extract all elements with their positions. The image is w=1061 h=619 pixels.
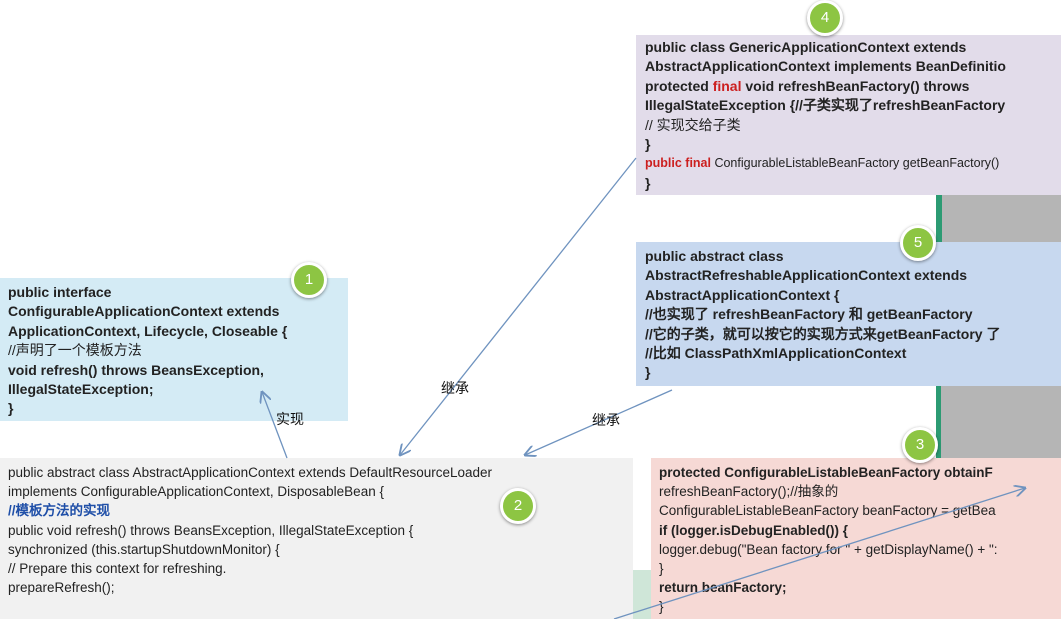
code-line: public abstract class <box>645 248 784 264</box>
code-line: return beanFactory; <box>659 580 787 596</box>
code-comment: //声明了一个模板方法 <box>8 342 142 359</box>
edge-label-inherits: 继承 <box>592 412 620 428</box>
keyword-public-final: public final <box>645 156 711 171</box>
background-strip <box>936 195 942 242</box>
edge-label-implements: 实现 <box>276 411 304 427</box>
step-badge-4: 4 <box>807 0 843 36</box>
step-badge-3: 3 <box>902 427 938 463</box>
code-line: implements ConfigurableApplicationContex… <box>8 484 384 500</box>
step-badge-2: 2 <box>500 488 536 524</box>
step-badge-1: 1 <box>291 262 327 298</box>
code-comment: // Prepare this context for refreshing. <box>8 561 227 577</box>
code-comment: //模板方法的实现 <box>8 503 111 519</box>
code-comment: // 实现交给子类 <box>645 116 741 133</box>
code-line: refreshBeanFactory();//抽象的 <box>659 484 839 500</box>
code-line: IllegalStateException; <box>8 381 154 398</box>
background-strip <box>633 570 651 619</box>
code-comment: //比如 ClassPathXmlApplicationContext <box>645 345 907 362</box>
code-line: if (logger.isDebugEnabled()) { <box>659 522 849 538</box>
code-line: synchronized (this.startupShutdownMonito… <box>8 541 280 557</box>
code-line-refresh-bean-factory: protected final void refreshBeanFactory(… <box>645 77 1052 96</box>
implements-arrow <box>262 392 288 459</box>
code-line-get-bean-factory: public final ConfigurableListableBeanFac… <box>645 154 1052 173</box>
code-line: AbstractRefreshableApplicationContext ex… <box>645 267 968 284</box>
class-box-generic-context: public class GenericApplicationContext e… <box>636 35 1061 195</box>
code-line: IllegalStateException {//子类实现了refreshBea… <box>645 97 1006 114</box>
background-strip <box>936 386 941 458</box>
code-line: protected ConfigurableListableBeanFactor… <box>659 465 993 480</box>
keyword-protected: protected <box>645 77 713 94</box>
code-line: public void refresh() throws BeansExcept… <box>8 522 414 538</box>
step-badge-5: 5 <box>900 225 936 261</box>
code-line: ApplicationContext, Lifecycle, Closeable… <box>8 322 288 339</box>
code-line: } <box>8 400 14 417</box>
method-box-obtain-bean-factory: protected ConfigurableListableBeanFactor… <box>651 458 1061 619</box>
code-line: } <box>659 599 664 615</box>
code-line: ConfigurableApplicationContext extends <box>8 303 280 320</box>
code-line: } <box>645 174 651 191</box>
code-line: public class GenericApplicationContext e… <box>645 39 967 55</box>
code-comment: //它的子类，就可以按它的实现方式来getBeanFactory 了 <box>645 325 1001 342</box>
code-line: logger.debug("Bean factory for " + getDi… <box>659 541 998 557</box>
code-line: AbstractApplicationContext { <box>645 286 840 303</box>
code-line: ConfigurableListableBeanFactory beanFact… <box>659 503 996 519</box>
code-line: public interface <box>8 284 112 300</box>
code-comment: //也实现了 refreshBeanFactory 和 getBeanFacto… <box>645 306 973 323</box>
code-line: AbstractApplicationContext implements Be… <box>645 58 1006 75</box>
code-line: prepareRefresh(); <box>8 580 115 596</box>
inherits-arrow-generic <box>400 157 637 455</box>
background-panel <box>936 386 1061 458</box>
code-fragment: ConfigurableListableBeanFactory getBeanF… <box>710 156 1000 171</box>
code-line: } <box>659 561 664 577</box>
code-line: void refresh() throws BeansException, <box>8 361 264 378</box>
inherits-arrow-refreshable <box>525 389 673 455</box>
background-panel <box>936 195 1061 242</box>
keyword-final: final <box>712 77 742 94</box>
code-line: } <box>645 364 651 381</box>
class-box-abstract-context: public abstract class AbstractApplicatio… <box>0 458 633 619</box>
code-line: public abstract class AbstractApplicatio… <box>8 465 493 480</box>
interface-box-configurable-context: public interface ConfigurableApplication… <box>0 278 348 421</box>
edge-label-inherits: 继承 <box>441 380 469 396</box>
code-fragment: void refreshBeanFactory() throws <box>741 77 970 94</box>
class-box-abstract-refreshable-context: public abstract class AbstractRefreshabl… <box>636 242 1061 386</box>
call-arrow-obtain <box>613 488 1025 619</box>
code-line: } <box>645 136 651 153</box>
